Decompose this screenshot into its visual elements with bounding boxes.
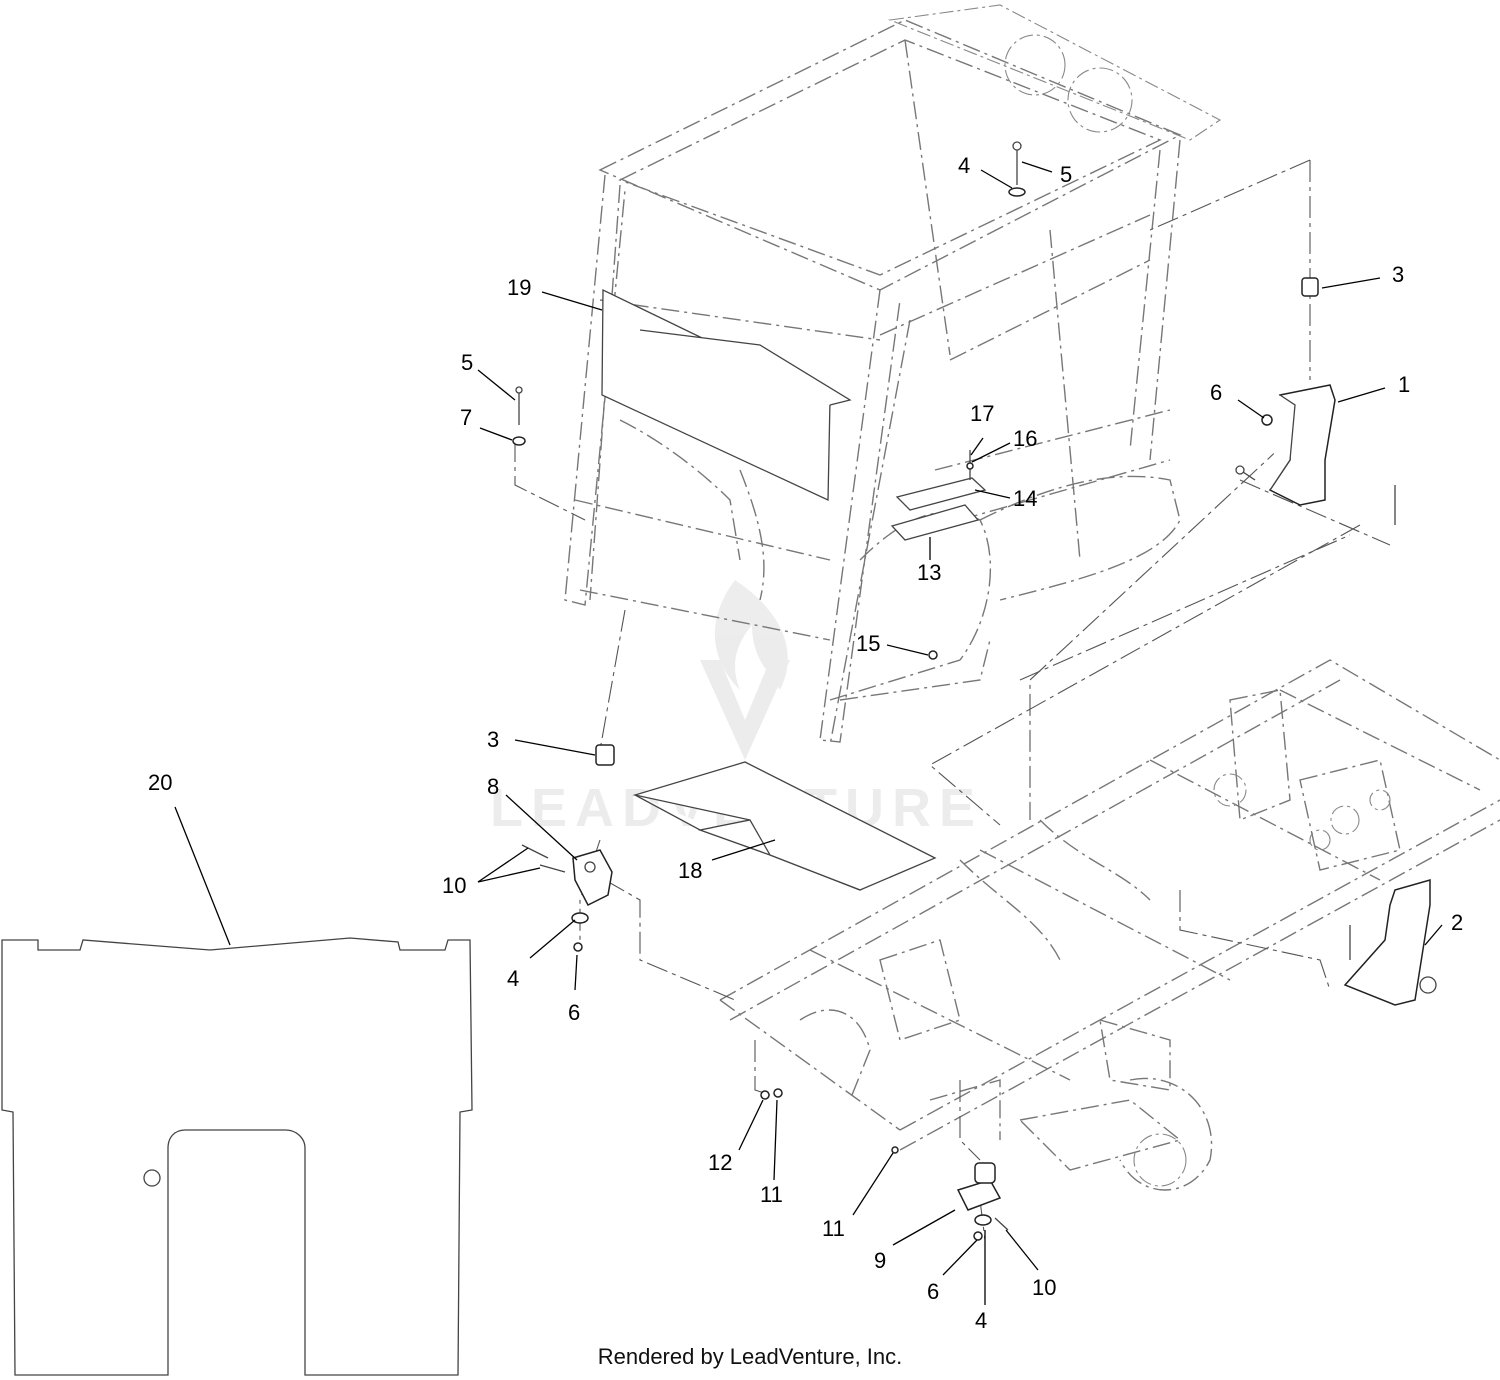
callout-5-upper: 5 — [1060, 162, 1072, 187]
bracket-1-bolts — [1235, 465, 1396, 525]
callout-11-b: 11 — [822, 1216, 845, 1241]
footer-credit-text: Rendered by LeadVenture, Inc. — [597, 1344, 903, 1369]
callout-9: 9 — [874, 1248, 886, 1273]
callout-4-lower: 4 — [975, 1308, 987, 1333]
callout-6-lower: 6 — [927, 1279, 939, 1304]
callout-7: 7 — [460, 405, 472, 430]
callout-16: 16 — [1013, 426, 1037, 451]
callout-14: 14 — [1013, 486, 1037, 511]
callouts: 1 2 3 3 4 4 4 5 5 6 6 6 7 8 9 10 10 11 1… — [148, 153, 1463, 1333]
callout-12: 12 — [708, 1150, 732, 1175]
cab-frame — [564, 4, 1222, 746]
chassis-frame — [719, 659, 1500, 1191]
part-4-upper-washer — [1008, 187, 1026, 197]
callout-15: 15 — [856, 631, 880, 656]
part-4-lower-washer — [974, 1214, 992, 1226]
callout-2: 2 — [1451, 910, 1463, 935]
assembly-lines — [514, 159, 1391, 1241]
part-11-fastener-a — [773, 1088, 783, 1098]
part-12-fastener — [760, 1090, 770, 1100]
part-18-floor-plate — [632, 761, 937, 891]
callout-4-left: 4 — [507, 966, 519, 991]
watermark-logo-icon — [700, 580, 790, 760]
part-4-left-washer — [571, 912, 589, 924]
part-7-left-washer — [512, 436, 526, 446]
part-6-lower-nut — [973, 1231, 983, 1241]
callout-13: 13 — [917, 560, 941, 585]
part-9-bracket — [956, 1162, 1002, 1211]
leader-lines — [174, 161, 1443, 1305]
callout-1: 1 — [1398, 372, 1410, 397]
part-8-bracket — [572, 849, 613, 907]
callout-3-lower: 3 — [487, 727, 499, 752]
callout-6-upper: 6 — [1210, 380, 1222, 405]
part-1-bracket — [1268, 384, 1336, 506]
part-11-fastener-b — [891, 1146, 899, 1154]
part-19-panel — [601, 288, 852, 502]
part-15-clip — [928, 650, 938, 660]
callout-20: 20 — [148, 770, 172, 795]
part-6-upper-nut — [1261, 414, 1273, 426]
part-2-bracket — [1343, 879, 1437, 1006]
footer-credit: Rendered by LeadVenture, Inc. — [0, 1344, 1500, 1370]
part-13-plate — [890, 504, 980, 541]
callout-11-a: 11 — [760, 1182, 783, 1207]
part-20-floor-mat — [1, 937, 473, 1376]
callout-4-upper: 4 — [958, 153, 970, 178]
part-6-left-nut — [573, 942, 583, 952]
callout-17: 17 — [970, 401, 994, 426]
callout-8: 8 — [487, 774, 499, 799]
callout-10-lower: 10 — [1032, 1275, 1056, 1300]
part-5-left-bolt — [515, 386, 523, 425]
part-14-plate — [895, 477, 987, 511]
part-10-lower-bolt — [994, 1217, 1009, 1231]
callout-5-left: 5 — [461, 350, 473, 375]
callout-3-upper: 3 — [1392, 262, 1404, 287]
callout-6-left: 6 — [568, 1000, 580, 1025]
callout-10-left: 10 — [442, 873, 466, 898]
part-5-upper-bolt — [1012, 141, 1022, 185]
part-3-upper-mount — [1301, 277, 1319, 297]
part-3-lower-mount — [595, 744, 615, 766]
part-10-left-bolts — [521, 844, 566, 873]
callout-18: 18 — [678, 858, 702, 883]
part-16-17-fastener — [966, 450, 974, 480]
callout-19: 19 — [507, 275, 531, 300]
